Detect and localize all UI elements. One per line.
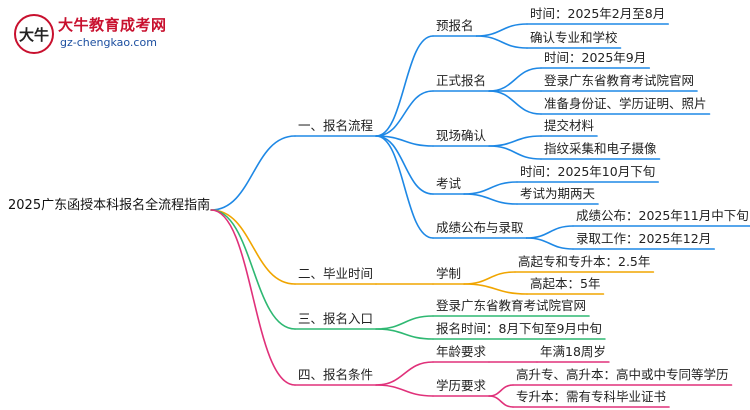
connector-line [463,271,516,285]
root-topic: 2025广东函授本科报名全流程指南 [8,198,211,213]
subtopic-label: 预报名 [436,18,474,33]
leaf-label: 成绩公布：2025年11月中下旬 [576,208,749,223]
connector-line [488,90,542,115]
leaf-label: 考试为期两天 [520,186,596,201]
subtopic-label: 登录广东省教育考试院官网 [436,298,587,313]
connector-line [375,361,434,386]
connector-line [525,237,574,250]
brand-url: gz-chengkao.com [60,36,157,49]
subtopic-label: 年龄要求 [436,344,487,359]
subtopic-label: 学制 [436,266,462,281]
leaf-label: 准备身份证、学历证明、照片 [544,96,707,111]
subtopic-label: 考试 [436,176,462,191]
connector-line [375,135,434,239]
leaf-label: 高升专、高升本：高中或中专同等学历 [516,367,729,382]
branch-label: 三、报名入口 [298,311,374,326]
brand-logo: 大牛 大牛教育成考网 gz-chengkao.com [6,8,206,54]
connector-line [463,181,518,195]
subtopic-label: 学历要求 [436,378,487,393]
connector-line [463,193,518,205]
connector-line [375,384,434,397]
brand-name: 大牛教育成考网 [58,16,167,34]
connector-line [488,145,542,160]
connector-line [210,209,296,386]
connector-line [375,135,434,147]
leaf-label: 年满18周岁 [540,344,606,359]
leaf-label: 高起本：5年 [530,276,601,291]
leaf-label: 时间：2025年10月下旬 [520,164,656,179]
leaf-label: 指纹采集和电子摄像 [544,141,657,156]
branch-label: 四、报名条件 [298,367,374,382]
connector-line [488,384,514,397]
subtopic-label: 成绩公布与录取 [436,220,524,235]
branch-label: 二、毕业时间 [298,266,374,281]
leaf-label: 录取工作：2025年12月 [576,231,712,246]
connector-line [488,135,542,147]
connector-line [210,135,296,211]
connector-line [210,209,296,330]
subtopic-label: 报名时间：8月下旬至9月中旬 [436,321,602,336]
connector-line [210,209,296,285]
connector-line [375,90,434,137]
connector-line [525,225,574,239]
connector-line [475,35,528,49]
leaf-label: 时间：2025年9月 [544,50,647,65]
subtopic-label: 现场确认 [436,128,487,143]
brand-badge-icon: 大牛 [14,14,54,54]
leaf-label: 高起专和专升本：2.5年 [518,254,651,269]
branch-label: 一、报名流程 [298,118,374,133]
connector-line [375,135,434,195]
connector-line [375,315,434,330]
leaf-label: 确认专业和学校 [530,30,618,45]
connector-line [488,395,514,408]
connector-line [463,283,528,295]
leaf-label: 登录广东省教育考试院官网 [544,73,695,88]
subtopic-label: 正式报名 [436,73,487,88]
leaf-label: 专升本：需有专科毕业证书 [516,389,667,404]
connector-line [375,35,434,137]
connector-line [488,67,542,92]
connector-line [375,328,434,340]
leaf-label: 提交材料 [544,118,595,133]
connector-line [475,23,528,37]
leaf-label: 时间：2025年2月至8月 [530,6,666,21]
